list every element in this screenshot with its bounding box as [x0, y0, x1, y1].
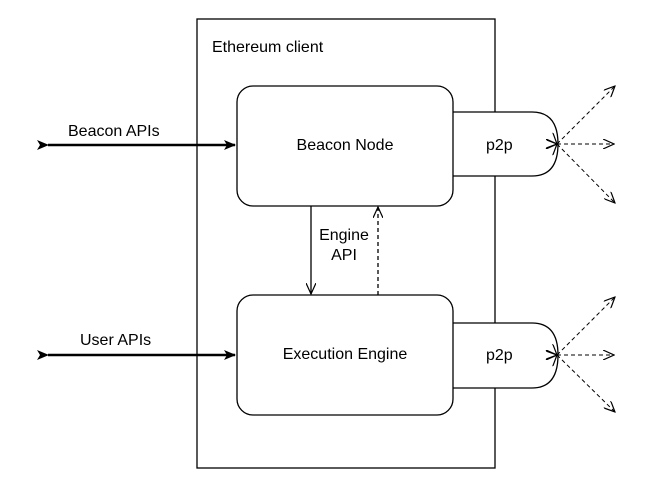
beacon-node-box — [236, 85, 454, 207]
beacon-p2p-peer-arrows — [557, 86, 615, 203]
engine-api-label-line1: Engine — [319, 227, 369, 244]
beacon-peer-arrow-down — [557, 144, 615, 203]
beacon-node-label: Beacon Node — [297, 137, 394, 154]
ethereum-client-title: Ethereum client — [212, 39, 324, 56]
engine-api-label-line2: API — [331, 247, 357, 264]
beacon-peer-arrow-up — [557, 86, 615, 144]
execution-p2p-label: p2p — [486, 347, 513, 364]
user-apis-label: User APIs — [80, 332, 151, 349]
beacon-apis-label: Beacon APIs — [68, 123, 160, 140]
execution-p2p-peer-arrows — [557, 297, 615, 412]
execution-engine-label: Execution Engine — [283, 346, 408, 363]
beacon-p2p-label: p2p — [486, 137, 513, 154]
execution-peer-arrow-up — [557, 297, 615, 355]
execution-peer-arrow-down — [557, 355, 615, 412]
execution-engine-box — [236, 294, 454, 416]
